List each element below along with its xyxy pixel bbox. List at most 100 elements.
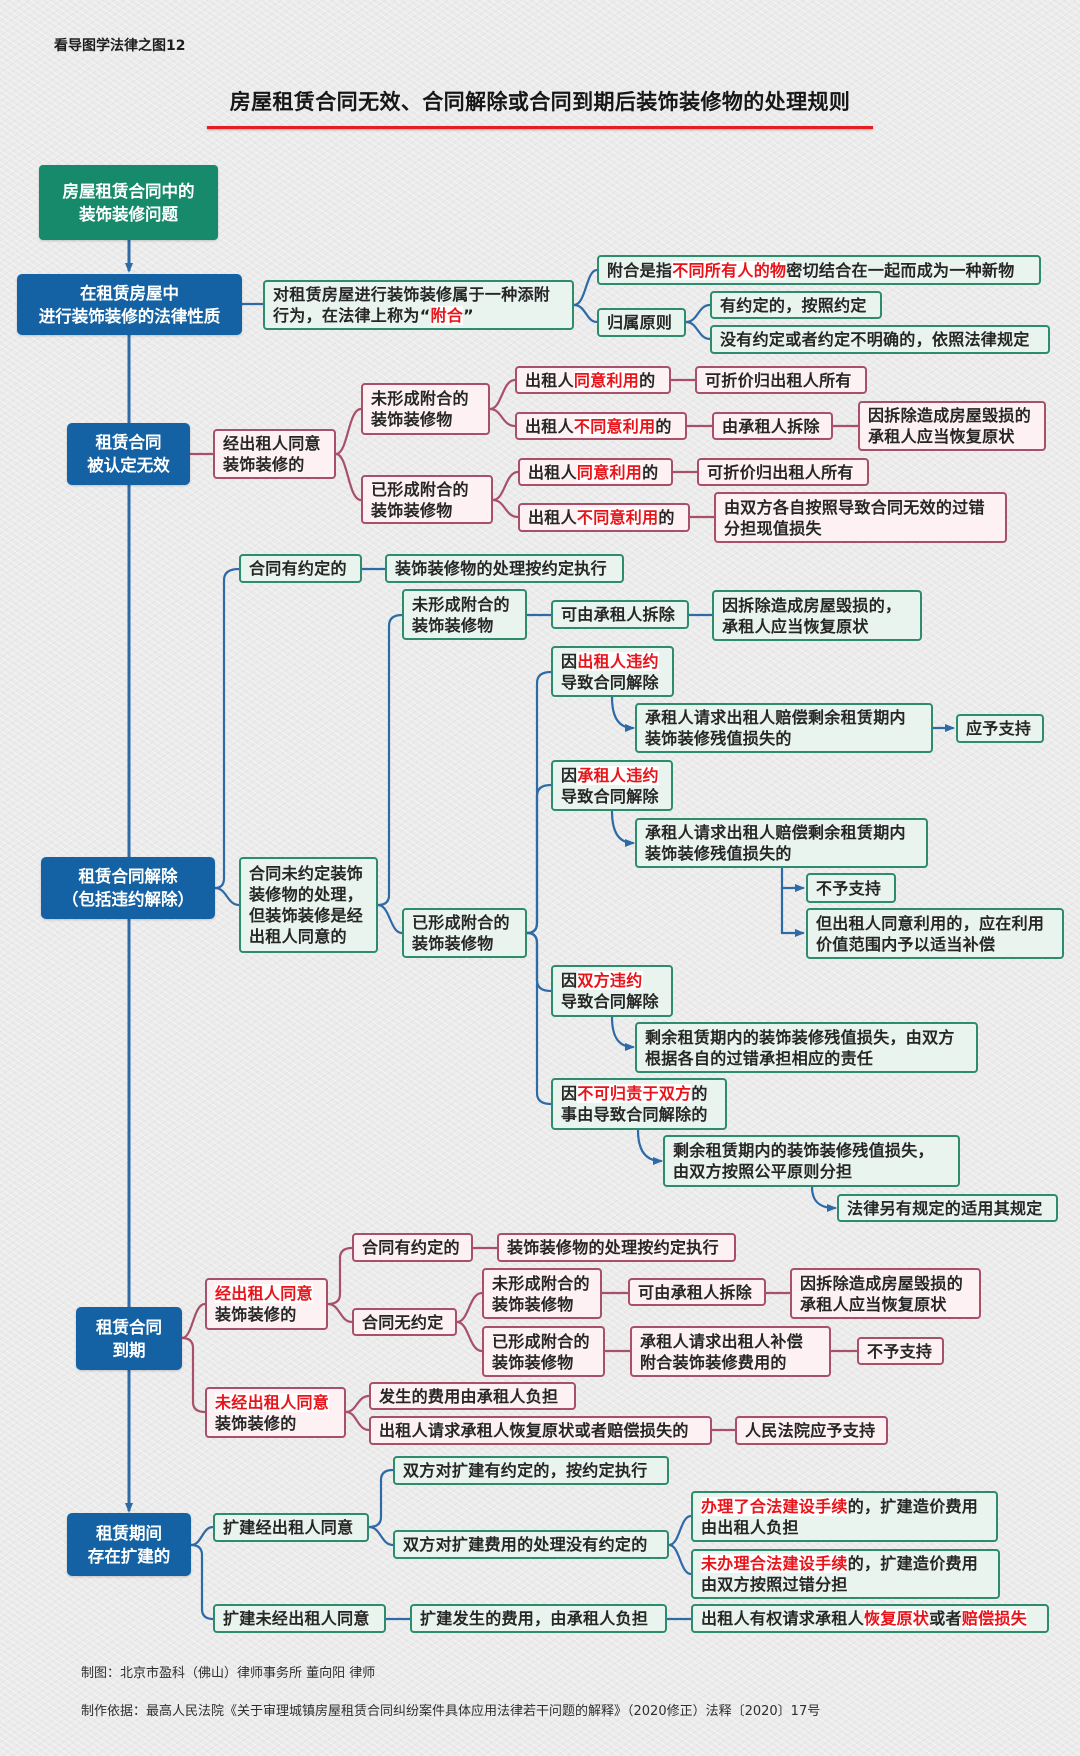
node-line: 装饰装修物的处理按约定执行 bbox=[395, 558, 614, 579]
node-text: 装饰装修物的处理按约定执行 bbox=[395, 559, 607, 578]
node-text: 可由承租人拆除 bbox=[638, 1282, 753, 1302]
node-text: 导致合同解除 bbox=[561, 786, 659, 806]
topic-line: 进行装饰装修的法律性质 bbox=[38, 306, 221, 326]
node-text: 出租人请求承租人恢复原状或者赔偿损失的 bbox=[379, 1421, 689, 1440]
node-ownership-agreed: 有约定的，按照约定 bbox=[710, 291, 882, 319]
extension-connectors bbox=[189, 1468, 693, 1621]
connector-line bbox=[344, 1410, 371, 1432]
node-expiry-attached: 已形成附合的 装饰装修物 bbox=[482, 1326, 605, 1377]
node-ext-no-legal-procedure: 未办理合法建设手续的，扩建造价费用 由双方按照过错分担 bbox=[691, 1549, 1000, 1599]
connector-line bbox=[572, 268, 599, 307]
node-line: 扩建发生的费用，由承租人负担 bbox=[420, 1608, 657, 1629]
node-line: 装饰装修的 bbox=[215, 1304, 318, 1325]
nature-connectors bbox=[240, 268, 712, 341]
node-invalid-u-damage: 因拆除造成房屋毁损的 承租人应当恢复原状 bbox=[858, 401, 1046, 451]
connector-line bbox=[667, 1543, 693, 1576]
node-text: 装饰装修物 bbox=[371, 500, 453, 520]
arrow-connector bbox=[810, 1185, 837, 1212]
node-ext-unconsented: 扩建未经出租人同意 bbox=[213, 1604, 386, 1633]
node-accession-meaning: 附合是指不同所有人的物密切结合在一起而成为一种新物 bbox=[597, 255, 1041, 285]
arrow-connector bbox=[610, 695, 635, 732]
node-line: 装饰装修物 bbox=[371, 409, 480, 430]
node-line: 没有约定或者约定不明确的，依照法律规定 bbox=[720, 329, 1040, 350]
node-text: 归属原则 bbox=[607, 313, 673, 332]
connector-line bbox=[525, 931, 553, 993]
node-line: 可折价归出租人所有 bbox=[707, 462, 859, 483]
node-text: 因拆除造成房屋毁损的 bbox=[868, 406, 1032, 425]
node-text: 未形成附合的 bbox=[371, 389, 469, 408]
node-text: 有约定的，按照约定 bbox=[720, 295, 867, 315]
connector-line bbox=[376, 903, 404, 935]
root-topic: 房屋租赁合同中的 装饰装修问题 bbox=[39, 165, 218, 240]
node-line: 导致合同解除 bbox=[561, 786, 663, 807]
node-line: 装饰装修物的处理按约定执行 bbox=[507, 1237, 726, 1258]
node-line: 装饰装修物 bbox=[412, 933, 517, 954]
connector-line bbox=[367, 1525, 395, 1547]
node-term-agreed: 合同有约定的 bbox=[239, 554, 362, 583]
connector-line bbox=[491, 498, 520, 519]
node-text: 由出租人负担 bbox=[701, 1517, 799, 1537]
node-text: 承租人应当恢复原状 bbox=[868, 427, 1015, 446]
node-term-no-fault-result: 剩余租赁期内的装饰装修残值损失， 由双方按照公平原则分担 bbox=[663, 1135, 960, 1187]
node-text: 出租人有权请求承租人 bbox=[701, 1609, 865, 1628]
arrow-connector bbox=[610, 1015, 635, 1051]
node-line: 出租人有权请求承租人恢复原状或者赔偿损失 bbox=[701, 1608, 1039, 1629]
node-line: 已形成附合的 bbox=[492, 1331, 595, 1352]
node-line: 装饰装修的 bbox=[223, 454, 326, 475]
node-line: 办理了合法建设手续的，扩建造价费用 bbox=[701, 1496, 988, 1517]
highlighted-text: 赔偿损失 bbox=[961, 1609, 1028, 1628]
highlighted-text: 双方违约 bbox=[577, 971, 643, 990]
expiry-connectors bbox=[180, 1246, 859, 1432]
node-line: 合同未约定装饰 bbox=[249, 863, 368, 884]
connector-line bbox=[667, 1514, 693, 1547]
node-invalid-a-disagree: 出租人不同意利用的 bbox=[518, 503, 690, 532]
node-text: 承租人请求出租人赔偿剩余租赁期内 bbox=[645, 708, 906, 727]
node-line: 因不可归责于双方的 bbox=[561, 1083, 717, 1104]
node-text: 的，扩建造价费用 bbox=[847, 1554, 979, 1573]
node-text: 装饰装修的 bbox=[223, 455, 305, 474]
node-line: 未形成附合的 bbox=[371, 388, 480, 409]
connector-line bbox=[525, 670, 553, 935]
node-text: 人民法院应予支持 bbox=[745, 1421, 876, 1440]
node-term-lessee-breach-exception: 但出租人同意利用的，应在利用 价值范围内予以适当补偿 bbox=[806, 908, 1064, 959]
node-text: 不予支持 bbox=[867, 1341, 933, 1361]
node-text: 的 bbox=[658, 508, 675, 527]
node-text: 合同有约定的 bbox=[362, 1238, 460, 1257]
node-line: 出租人请求承租人恢复原状或者赔偿损失的 bbox=[379, 1420, 702, 1441]
node-text: 价值范围内予以适当补偿 bbox=[816, 934, 996, 954]
node-text: 可由承租人拆除 bbox=[561, 605, 676, 624]
node-line: 装饰装修物 bbox=[492, 1352, 595, 1373]
node-line: 承租人请求出租人赔偿剩余租赁期内 bbox=[645, 707, 923, 728]
connector-line bbox=[189, 1543, 215, 1621]
node-line: 因双方违约 bbox=[561, 970, 663, 991]
node-line: 已形成附合的 bbox=[371, 479, 483, 500]
node-line: 由双方按照公平原则分担 bbox=[673, 1161, 950, 1182]
connector-line bbox=[326, 1246, 354, 1306]
footer-credit: 制图：北京市盈科（佛山）律师事务所 董向阳 律师 bbox=[81, 1666, 376, 1681]
node-expiry-u-damage: 因拆除造成房屋毁损的 承租人应当恢复原状 bbox=[790, 1268, 981, 1319]
node-line: 双方对扩建费用的处理没有约定的 bbox=[403, 1534, 659, 1555]
node-term-lessor-breach-result: 应予支持 bbox=[956, 714, 1044, 743]
node-text: 由承租人拆除 bbox=[722, 416, 820, 436]
node-text: 出租人 bbox=[528, 508, 577, 527]
node-term-no-fault-exception: 法律另有规定的适用其规定 bbox=[837, 1194, 1058, 1222]
node-text: 但装饰装修是经 bbox=[249, 906, 364, 925]
connector-line bbox=[189, 1525, 215, 1547]
node-text: 的，扩建造价费用 bbox=[847, 1496, 979, 1516]
node-line: 出租人同意利用的 bbox=[528, 462, 663, 483]
node-line: 根据各自的过错承担相应的责任 bbox=[645, 1048, 968, 1069]
highlighted-text: 附合 bbox=[430, 306, 464, 325]
node-text: 装修物的处理， bbox=[249, 885, 364, 904]
node-expiry-lessor-claim-result: 人民法院应予支持 bbox=[735, 1416, 888, 1445]
node-expiry-cost: 发生的费用由承租人负担 bbox=[369, 1382, 576, 1410]
node-line: 承租人请求出租人补偿 bbox=[640, 1331, 821, 1352]
connector-line bbox=[334, 452, 363, 502]
connector-line bbox=[213, 886, 241, 907]
node-text: 发生的费用由承租人负担 bbox=[379, 1386, 559, 1406]
node-line: 扩建未经出租人同意 bbox=[223, 1608, 376, 1629]
topic-line: 租赁期间 bbox=[96, 1523, 162, 1543]
node-text: 应予支持 bbox=[966, 719, 1032, 738]
node-line: 出租人不同意利用的 bbox=[525, 416, 677, 437]
node-line: 经出租人同意 bbox=[215, 1283, 318, 1304]
node-line: 装饰装修残值损失的 bbox=[645, 843, 918, 864]
